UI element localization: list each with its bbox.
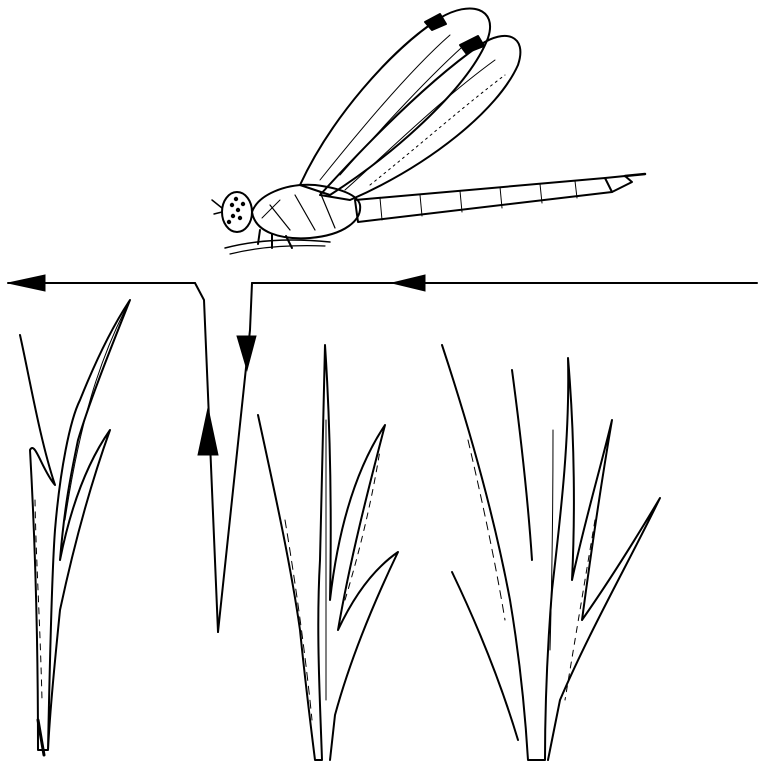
arrowhead-icon — [237, 336, 256, 370]
arrowhead-icon — [198, 408, 218, 455]
damselfly-thorax — [252, 185, 360, 239]
flight-line-descend — [218, 283, 252, 632]
damselfly-legs — [225, 230, 330, 254]
damselfly-rear-wing — [300, 8, 490, 195]
damselfly-icon — [212, 8, 645, 254]
arrowhead-icon — [8, 275, 45, 291]
arrowhead-icon — [392, 275, 425, 291]
damselfly-abdomen — [355, 174, 645, 222]
damselfly-front-wing — [320, 36, 520, 200]
flight-path — [8, 275, 757, 632]
grass-tuft-icon — [442, 345, 660, 760]
grass-tuft-icon — [20, 300, 130, 755]
flight-line-ascend — [195, 283, 218, 632]
damselfly-head — [212, 192, 252, 232]
grass-tuft-icon — [258, 345, 398, 760]
